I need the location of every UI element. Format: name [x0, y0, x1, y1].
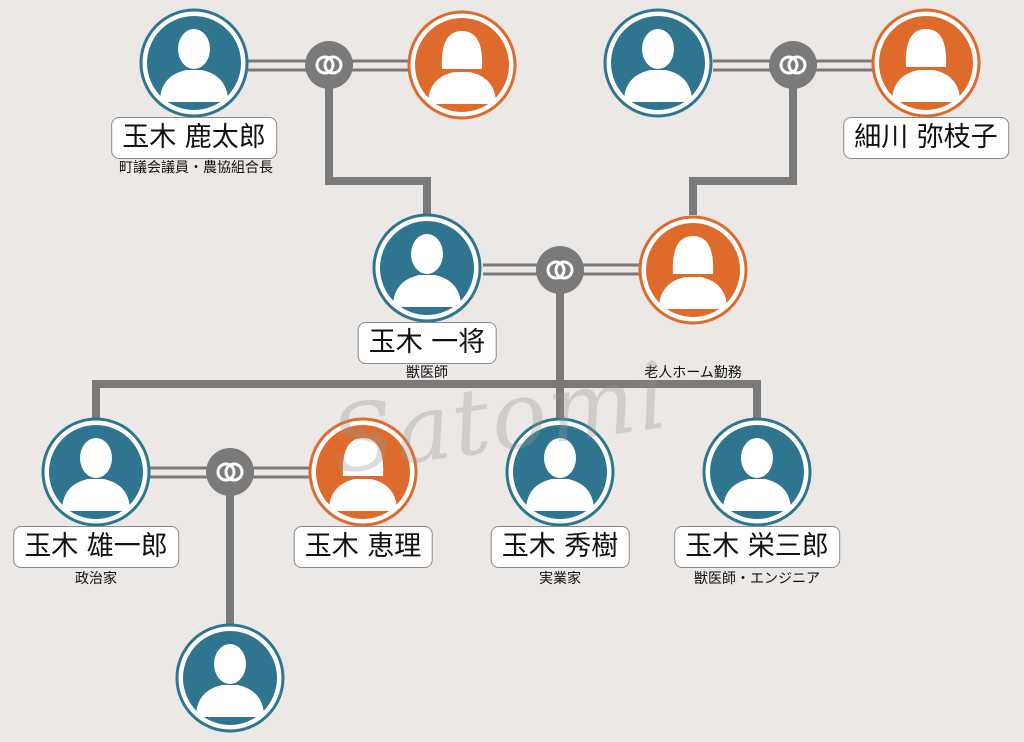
marriage-ring-icon: [536, 246, 584, 294]
connector-lines: [92, 59, 875, 626]
male-person-icon: [526, 438, 594, 511]
male-person-icon: [624, 29, 692, 102]
male-person-icon: [723, 438, 791, 511]
female-person-icon: [428, 31, 496, 104]
male-person-icon: [393, 234, 461, 307]
caption-kantaro: 町議会議員・農協組合長: [119, 160, 273, 176]
marriage-ring-icon: [206, 448, 254, 496]
descent-line-children: [92, 285, 761, 420]
female-person-icon: [659, 236, 727, 309]
caption-kazumasa: 獣医師: [406, 365, 448, 381]
marriage-rings: [206, 41, 817, 496]
name-box-eizaburo: 玉木 栄三郎: [674, 526, 840, 568]
avatar-hideki: [505, 417, 615, 527]
avatar-kantaro: [139, 8, 249, 118]
descent-line-mother: [689, 80, 797, 215]
caption-mother: 老人ホーム勤務: [644, 365, 742, 381]
avatar-kazumasa: [372, 213, 482, 323]
name-box-eri: 玉木 恵理: [293, 526, 433, 568]
female-person-icon: [892, 29, 960, 102]
name-box-hideki: 玉木 秀樹: [490, 526, 630, 568]
avatar-kantaro-wife: [407, 10, 517, 120]
avatar-grandchild: [175, 623, 285, 733]
female-person-icon: [329, 438, 397, 511]
caption-eizaburo: 獣医師・エンジニア: [694, 571, 820, 587]
avatar-eri: [308, 417, 418, 527]
male-person-icon: [62, 438, 130, 511]
avatar-yuichiro: [41, 417, 151, 527]
marriage-ring-icon: [769, 41, 817, 89]
avatar-hosokawa-husband: [603, 8, 713, 118]
caption-hideki: 実業家: [539, 571, 581, 587]
male-person-icon: [160, 29, 228, 102]
marriage-ring-icon: [305, 41, 353, 89]
avatar-yaeko: [871, 8, 981, 118]
avatar-mother: [638, 215, 748, 325]
caption-yuichiro: 政治家: [75, 571, 117, 587]
name-box-yaeko: 細川 弥枝子: [843, 117, 1009, 159]
descent-line-kazumasa: [325, 80, 431, 215]
name-box-yuichiro: 玉木 雄一郎: [13, 526, 179, 568]
male-person-icon: [196, 644, 264, 717]
name-box-kantaro: 玉木 鹿太郎: [111, 117, 277, 159]
avatar-eizaburo: [702, 417, 812, 527]
name-box-kazumasa: 玉木 一将: [357, 322, 497, 364]
